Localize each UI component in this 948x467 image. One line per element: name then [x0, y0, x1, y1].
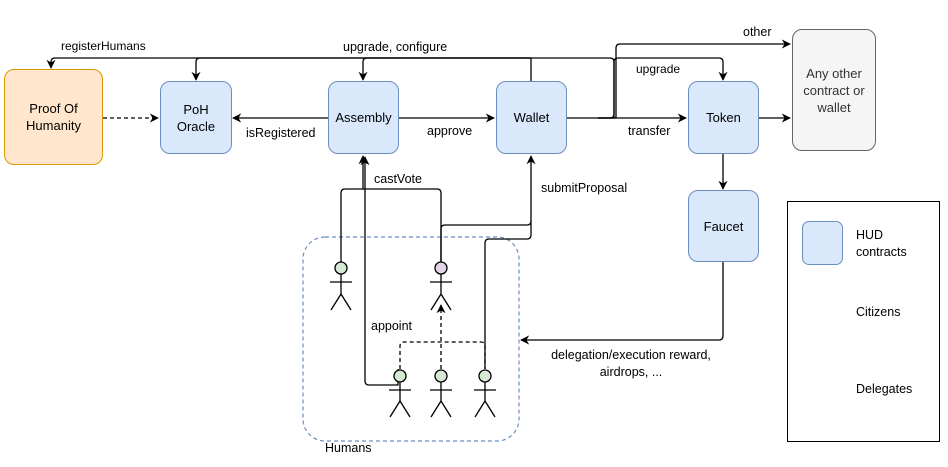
legend-hud-swatch	[802, 221, 843, 265]
node-assembly: Assembly	[328, 81, 399, 154]
label-upgrade-configure: upgrade, configure	[343, 40, 448, 54]
label-submit-proposal: submitProposal	[541, 181, 628, 195]
label-humans-group: Humans	[325, 441, 372, 455]
edge-register-humans	[46, 57, 615, 119]
edge-upgrade-assembly	[358, 57, 531, 81]
legend-citizens-label: Citizens	[856, 305, 901, 319]
edge-cast-vote-delegate	[363, 188, 442, 262]
edge-appoint	[360, 156, 399, 386]
citizen-figure-1	[330, 261, 352, 311]
citizen-figure-4	[474, 369, 496, 418]
label-approve: approve	[427, 124, 473, 138]
label-delegation-reward: delegation/execution reward, airdrops, .…	[551, 348, 711, 379]
legend-delegates-label: Delegates	[856, 382, 913, 396]
node-poh-oracle: PoH Oracle	[160, 81, 232, 154]
edge-cast-vote-citizen	[340, 155, 368, 262]
edge-submit-citizen	[484, 221, 532, 369]
edge-other	[598, 39, 791, 119]
label-register-humans: registerHumans	[61, 39, 146, 53]
label-upgrade: upgrade	[636, 62, 681, 76]
node-token: Token	[688, 81, 759, 154]
delegate-figure	[430, 261, 452, 311]
label-appoint: appoint	[371, 319, 413, 333]
legend-hud-label: HUD contracts	[856, 228, 907, 259]
citizen-figure-3	[430, 369, 452, 418]
label-other: other	[743, 25, 772, 39]
node-proof-of-humanity: Proof Of Humanity	[4, 69, 103, 165]
edge-upgrade-oracle	[191, 57, 531, 81]
label-transfer: transfer	[628, 124, 671, 138]
humans-group	[302, 236, 520, 442]
node-any-other-contract: Any other contract or wallet	[792, 29, 876, 151]
edge-submit-delegate	[440, 155, 536, 262]
edge-delegation-tree	[399, 305, 486, 369]
label-is-registered: isRegistered	[246, 126, 316, 140]
citizen-figure-2	[389, 369, 411, 418]
node-faucet: Faucet	[688, 190, 759, 262]
edge-faucet-humans	[520, 262, 724, 345]
label-cast-vote: castVote	[374, 172, 422, 186]
edge-upgrade-token	[598, 57, 728, 119]
node-wallet: Wallet	[496, 81, 567, 154]
